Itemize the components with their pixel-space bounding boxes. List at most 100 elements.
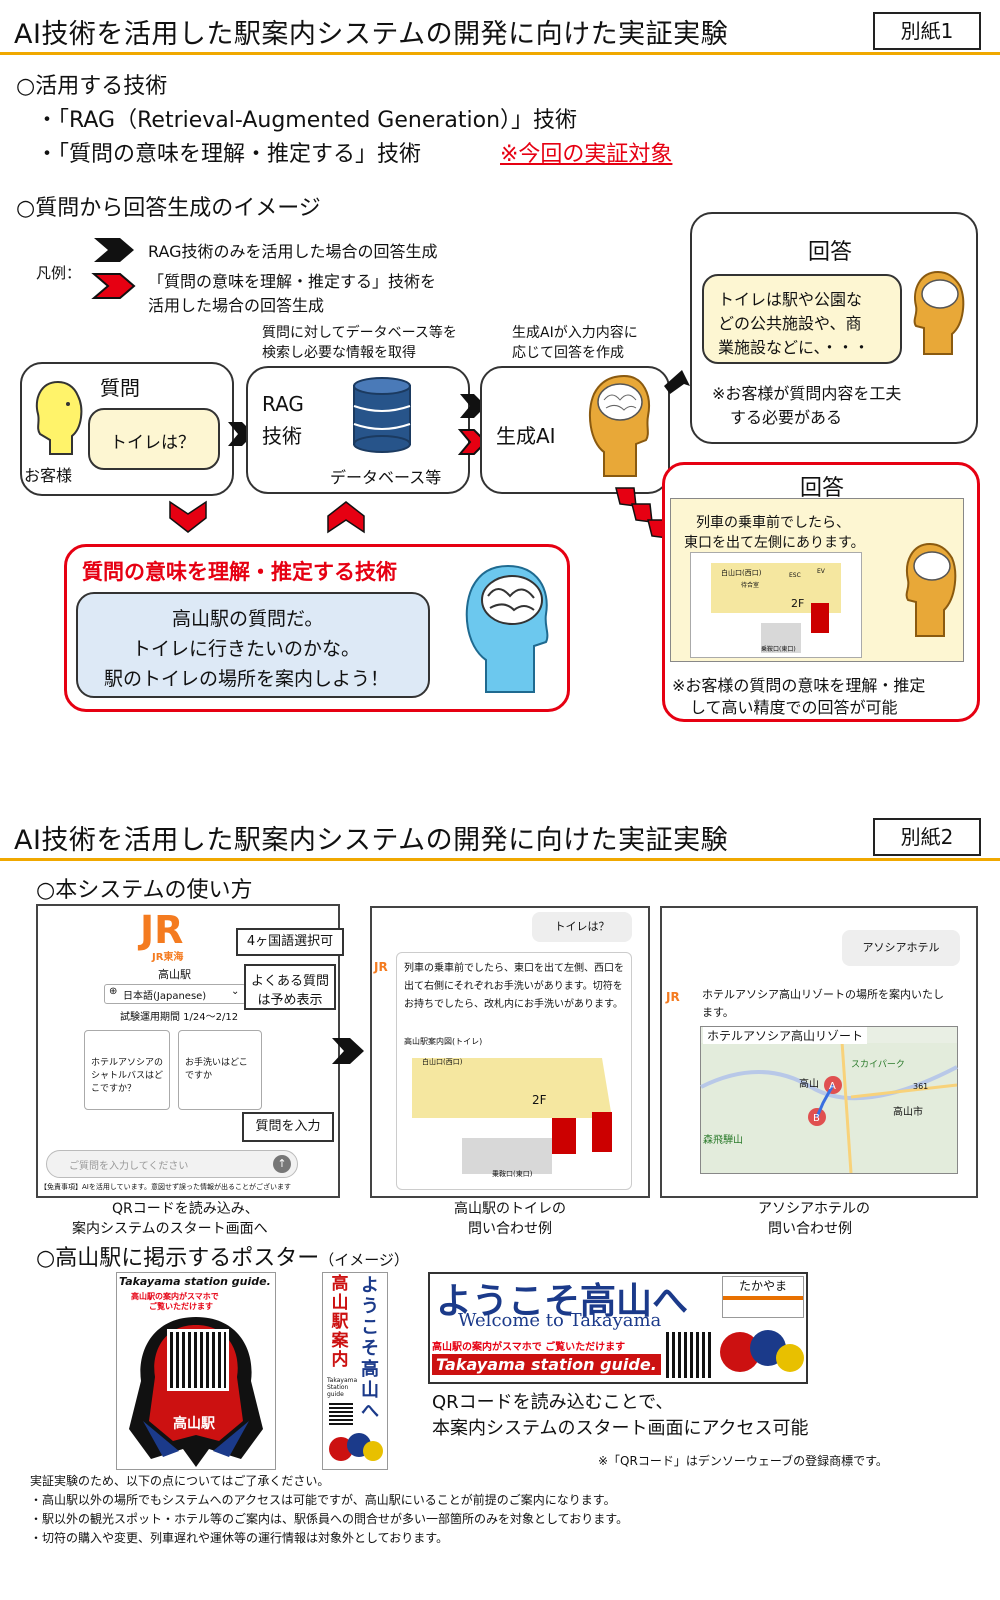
legend-red-arrow-icon: [91, 273, 136, 299]
poster3-en: Welcome to Takayama: [458, 1310, 662, 1331]
callout-language: 4ヶ国語選択可: [236, 928, 344, 956]
trademark-note: ※「QRコード」はデンソーウェーブの登録商標です。: [598, 1454, 888, 1468]
jr-logo-sub: JR東海: [152, 952, 184, 963]
answer2-text-1: 列車の乗車前でしたら、: [696, 515, 850, 531]
note-3: ・切符の購入や変更、列車遅れや運休等の運行情報は対象外としております。: [30, 1531, 449, 1545]
poster1-qr-code: [167, 1329, 229, 1391]
sheet2-tag: 別紙2: [873, 818, 981, 856]
hotel-question-bubble: アソシアホテル: [842, 930, 960, 966]
customer-label: お客様: [24, 466, 73, 485]
flow-arrow-icon: [332, 1038, 364, 1064]
database-icon: [353, 377, 411, 453]
map-floor-label: 2F: [791, 597, 804, 610]
poster3-title: ようこそ高山へ: [436, 1281, 689, 1322]
db-label: データベース等: [330, 468, 442, 487]
poster2-small-text: Takayama Station guide: [327, 1377, 358, 1398]
callout-faq: よくある質問 は予め表示: [244, 964, 336, 1010]
question-input[interactable]: ご質問を入力してください ↑: [46, 1150, 298, 1178]
sheet1-tag: 別紙1: [873, 12, 981, 50]
answer1-head-icon: [913, 270, 965, 355]
answer1-text-1: トイレは駅や公園な: [718, 290, 863, 309]
hotel-map-title: ホテルアソシア高山リゾート: [703, 1027, 868, 1044]
qr-caption-1: QRコードを読み込むことで、: [432, 1392, 674, 1413]
toilet-map-east-label: 乗鞍口(東口): [492, 1169, 533, 1178]
globe-icon: ⊕: [109, 986, 118, 997]
answer1-label: 回答: [808, 240, 853, 265]
answer1-bubble: [702, 274, 902, 364]
map-ev-label: EV: [817, 568, 826, 575]
poster2-left-text: 高山駅案内: [331, 1274, 349, 1370]
arrow-ai-to-answer1-icon: [664, 370, 690, 394]
callout-faq-line-1: よくある質問: [250, 974, 329, 989]
poster-heading: ○高山駅に掲示するポスター（イメージ）: [36, 1240, 409, 1272]
answer1-text-3: 業施設などに、・・・: [718, 338, 870, 357]
poster3-qr-code: [666, 1332, 712, 1378]
poster3-sub: 高山駅の案内がスマホで ご覧いただけます: [432, 1342, 626, 1353]
poster-vertical: 高山駅案内 ようこそ高山へ Takayama Station guide: [322, 1272, 388, 1470]
poster1-sub-1: 高山駅の案内がスマホで: [131, 1292, 219, 1301]
hotel-map-drawing: A B 高山 高山市 森飛騨山 スカイパーク 361: [700, 1026, 958, 1174]
hotel-map: A B 高山 高山市 森飛騨山 スカイパーク 361 ホテルアソシア高山リゾート: [700, 1026, 958, 1174]
tech-item-rag: ・「RAG（Retrieval-Augmented Generation）」技術: [36, 108, 578, 133]
legend-black-text: RAG技術のみを活用した場合の回答生成: [148, 242, 438, 261]
toilet-map-floor-label: 2F: [532, 1093, 547, 1107]
chevron-down-icon: ⌄: [231, 986, 240, 997]
rag-caption-1: 質問に対してデータベース等を: [262, 325, 457, 341]
question-bubble: [88, 408, 220, 470]
poster1-title: Takayama station guide.: [119, 1275, 271, 1288]
sheet2-title: AI技術を活用した駅案内システムの開発に向けた実証実験: [14, 825, 729, 856]
language-value: 日本語(Japanese): [123, 991, 207, 1002]
answer2-head-icon: [905, 542, 957, 637]
toilet-jr-icon: JR: [374, 960, 388, 974]
note-2: ・駅以外の観光スポット・ホテル等のご案内は、駅係員への問合せが多い一部箇所のみを…: [30, 1512, 629, 1526]
trial-period: 試験運用期間 1/24〜2/12: [120, 1012, 239, 1023]
poster3-character-icon: [720, 1330, 804, 1372]
rag-label-2: 技術: [262, 424, 302, 448]
understanding-text-2: トイレに行きたいのかな。: [132, 638, 361, 660]
legend-black-arrow-icon: [94, 238, 134, 262]
disclaimer: 【免責事項】AIを活用しています。意図せず誤った情報が出ることがございます: [40, 1183, 291, 1191]
hotel-jr-icon: JR: [666, 990, 680, 1004]
answer2-note-2: して高い精度での回答が可能: [690, 698, 898, 717]
station-map-thumbnail: 白山口(西口) 待合室 ESC EV 2F 乗鞍口(東口): [690, 552, 862, 658]
poster1-station: 高山駅: [173, 1416, 215, 1432]
answer2-note-1: ※お客様の質問の意味を理解・推定: [672, 676, 926, 695]
marker-a: A: [829, 1081, 836, 1092]
toilet-map: 2F 白山口(西口) 乗鞍口(東口): [402, 1048, 622, 1178]
poster2-right-text: ようこそ高山へ: [361, 1275, 379, 1422]
note-intro: 実証実験のため、以下の点についてはご了承ください。: [30, 1474, 330, 1488]
hotel-place-takayama: 高山: [799, 1077, 819, 1090]
tech-item-understand: ・「質問の意味を理解・推定する」技術: [36, 142, 422, 167]
answer1-note-1: ※お客様が質問内容を工夫: [712, 384, 902, 403]
faq-card-toilet[interactable]: お手洗いはどこですか: [178, 1030, 262, 1110]
understanding-text-3: 駅のトイレの場所を案内しよう！: [104, 668, 390, 690]
note-1: ・高山駅以外の場所でもシステムへのアクセスは可能ですが、高山駅にいることが前提の…: [30, 1493, 616, 1507]
toilet-answer-text: 列車の乗車前でしたら、東口を出て左側、西口を出て右側にそれぞれお手洗いがあります…: [404, 963, 624, 1010]
send-arrow-icon[interactable]: ↑: [273, 1155, 291, 1173]
callout-faq-line-2: は予め表示: [257, 993, 323, 1008]
toilet-map-title: 高山駅案内図(トイレ): [404, 1037, 483, 1046]
poster3-guide: Takayama station guide.: [432, 1354, 661, 1375]
ai-caption-1: 生成AIが入力内容に: [512, 325, 638, 341]
poster-horizontal: ようこそ高山へ Welcome to Takayama 高山駅の案内がスマホで …: [428, 1272, 808, 1384]
arrow-rag-to-ai-black-icon: [460, 394, 486, 418]
poster2-qr-code: [329, 1401, 353, 1425]
poster1-sub-2: ご覧いただけます: [149, 1302, 213, 1311]
hotel-road-number: 361: [913, 1082, 928, 1091]
ai-brain-head-icon: [588, 374, 650, 477]
toilet-caption-1: 高山駅のトイレの: [454, 1201, 566, 1217]
language-select[interactable]: ⊕ 日本語(Japanese) ⌄: [104, 984, 246, 1004]
faq-card-shuttle[interactable]: ホテルアソシアのシャトルバスはどこですか？: [84, 1030, 170, 1110]
down-chevron-icon: [169, 500, 207, 533]
toilet-map-drawing: 2F 白山口(西口) 乗鞍口(東口): [412, 1057, 612, 1178]
sheet1-title: AI技術を活用した駅案内システムの開発に向けた実証実験: [14, 19, 729, 50]
toilet-map-west-label: 白山口(西口): [422, 1057, 463, 1066]
rag-caption-2: 検索し必要な情報を取得: [262, 345, 416, 361]
answer1-note-2: する必要がある: [730, 408, 843, 427]
up-chevron-icon: [327, 501, 365, 534]
understanding-bubble: [76, 592, 430, 698]
question-label: 質問: [100, 376, 140, 400]
hotel-place-skypark: スカイパーク: [851, 1059, 905, 1070]
marker-b: B: [813, 1113, 820, 1124]
hotel-caption-2: 問い合わせ例: [768, 1221, 852, 1237]
